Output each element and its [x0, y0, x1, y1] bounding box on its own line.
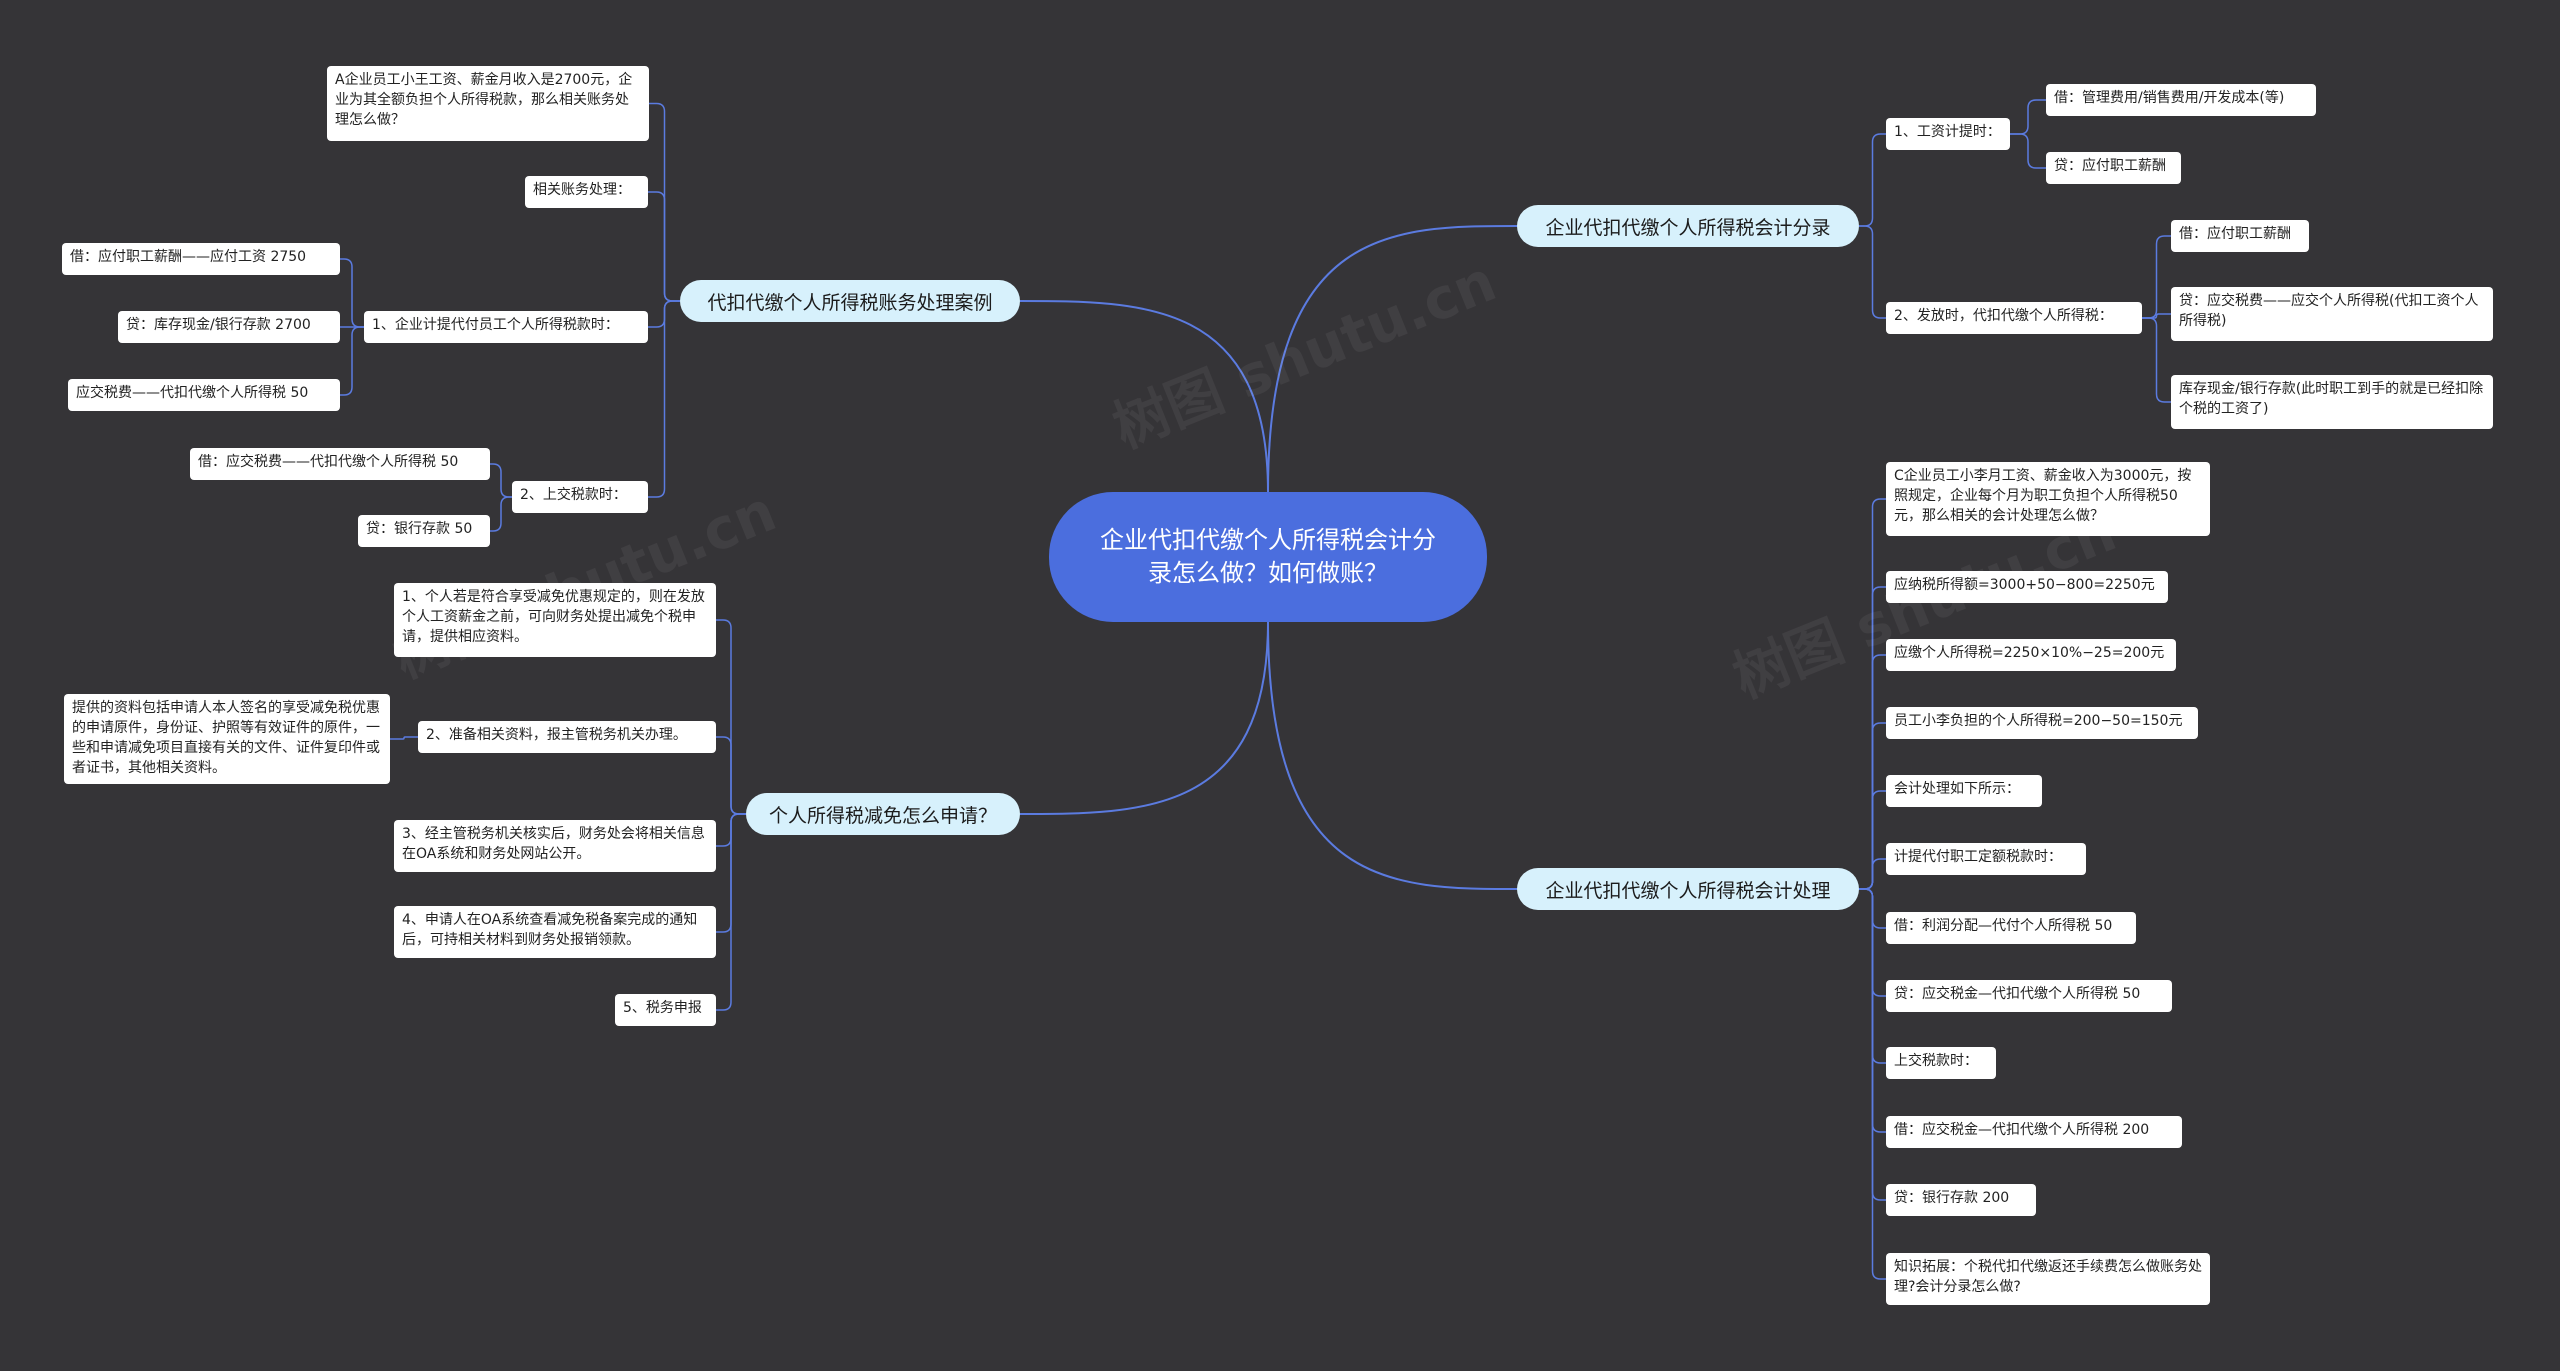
connector-line	[390, 736, 418, 740]
connector-line	[2142, 235, 2171, 319]
leaf-treatment-credit-200[interactable]: 贷：银行存款 200	[1886, 1184, 2036, 1216]
leaf-treatment-tax-due[interactable]: 应缴个人所得税=2250×10%−25=200元	[1886, 639, 2176, 671]
leaf-entries-step2[interactable]: 2、发放时，代扣代缴个人所得税：	[1886, 302, 2142, 334]
leaf-step1-credit[interactable]: 贷：库存现金/银行存款 2700	[118, 311, 340, 343]
leaf-entries-step1-debit[interactable]: 借：管理费用/销售费用/开发成本(等)	[2046, 84, 2316, 116]
branch-accounting-treatment[interactable]: 企业代扣代缴个人所得税会计处理	[1517, 868, 1859, 910]
leaf-relief-step2[interactable]: 2、准备相关资料，报主管税务机关办理。	[418, 721, 716, 753]
leaf-treatment-accrue[interactable]: 计提代付职工定额税款时：	[1886, 843, 2086, 875]
leaf-relief-step3[interactable]: 3、经主管税务机关核实后，财务处会将相关信息在OA系统和财务处网站公开。	[394, 820, 716, 872]
connector-line	[490, 463, 512, 498]
leaf-relief-step4[interactable]: 4、申请人在OA系统查看减免税备案完成的通知后，可持相关材料到财务处报销领款。	[394, 906, 716, 958]
leaf-entries-step2-cash[interactable]: 库存现金/银行存款(此时职工到手的就是已经扣除个税的工资了)	[2171, 375, 2493, 429]
leaf-entries-step1-credit[interactable]: 贷：应付职工薪酬	[2046, 152, 2181, 184]
connector-line	[648, 191, 680, 302]
connector-line	[2142, 317, 2171, 403]
leaf-step2-debit[interactable]: 借：应交税费——代扣代缴个人所得税 50	[190, 448, 490, 480]
leaf-entries-step1[interactable]: 1、工资计提时：	[1886, 118, 2010, 150]
leaf-step1-accrue[interactable]: 1、企业计提代付员工个人所得税款时：	[364, 311, 648, 343]
connector-line	[340, 326, 364, 396]
leaf-treatment-taxable-income[interactable]: 应纳税所得额=3000+50−800=2250元	[1886, 571, 2168, 603]
leaf-treatment-case[interactable]: C企业员工小李月工资、薪金收入为3000元，按照规定，企业每个月为职工负担个人所…	[1886, 462, 2210, 536]
branch-tax-relief[interactable]: 个人所得税减免怎么申请？	[746, 793, 1020, 835]
leaf-entries-step2-debit[interactable]: 借：应付职工薪酬	[2171, 220, 2309, 252]
leaf-treatment-credit-50[interactable]: 贷：应交税金—代扣代缴个人所得税 50	[1886, 980, 2172, 1012]
leaf-treatment-extension[interactable]: 知识拓展：个税代扣代缴返还手续费怎么做账务处理?会计分录怎么做?	[1886, 1253, 2210, 1305]
leaf-step1-debit[interactable]: 借：应付职工薪酬——应付工资 2750	[62, 243, 340, 275]
root-topic[interactable]: 企业代扣代缴个人所得税会计分录怎么做？如何做账？	[1049, 492, 1487, 622]
leaf-treatment-debit-50[interactable]: 借：利润分配—代付个人所得税 50	[1886, 912, 2136, 944]
leaf-treatment-pay[interactable]: 上交税款时：	[1886, 1047, 1996, 1079]
connector-line	[1019, 621, 1269, 815]
leaf-step1-tax[interactable]: 应交税费——代扣代缴个人所得税 50	[68, 379, 340, 411]
connector-line	[2142, 313, 2171, 319]
connector-line	[1267, 621, 1518, 890]
leaf-treatment-employee-share[interactable]: 员工小李负担的个人所得税=200−50=150元	[1886, 707, 2198, 739]
leaf-step2-credit[interactable]: 贷：银行存款 50	[358, 515, 490, 547]
leaf-case-description[interactable]: A企业员工小王工资、薪金月收入是2700元，企业为其全额负担个人所得税款，那么相…	[327, 66, 649, 141]
connector-line	[716, 736, 746, 815]
connector-line	[1859, 225, 1886, 319]
connector-line	[2010, 99, 2046, 135]
connector-line	[1859, 888, 1886, 1280]
connector-line	[1267, 225, 1518, 493]
leaf-relief-step5[interactable]: 5、税务申报	[615, 994, 716, 1026]
connector-line	[1019, 300, 1269, 493]
leaf-step2-pay[interactable]: 2、上交税款时：	[512, 481, 648, 513]
leaf-treatment-debit-200[interactable]: 借：应交税金—代扣代缴个人所得税 200	[1886, 1116, 2182, 1148]
branch-accounting-entries[interactable]: 企业代扣代缴个人所得税会计分录	[1517, 205, 1859, 247]
branch-tax-case[interactable]: 代扣代缴个人所得税账务处理案例	[680, 280, 1020, 322]
leaf-treatment-intro[interactable]: 会计处理如下所示：	[1886, 775, 2042, 807]
leaf-relief-step2-detail[interactable]: 提供的资料包括申请人本人签名的享受减免税优惠的申请原件，身份证、护照等有效证件的…	[64, 694, 390, 784]
connector-line	[648, 300, 680, 498]
leaf-related-entries[interactable]: 相关账务处理：	[525, 176, 648, 208]
connector-line	[2010, 133, 2046, 169]
connector-line	[716, 813, 746, 1011]
connector-line	[490, 496, 512, 532]
connector-line	[1859, 133, 1886, 227]
connector-line	[340, 258, 364, 328]
leaf-entries-step2-credit[interactable]: 贷：应交税费——应交个人所得税(代扣工资个人所得税)	[2171, 287, 2493, 341]
leaf-relief-step1[interactable]: 1、个人若是符合享受减免优惠规定的，则在发放个人工资薪金之前，可向财务处提出减免…	[394, 583, 716, 657]
connector-line	[1859, 858, 1886, 890]
